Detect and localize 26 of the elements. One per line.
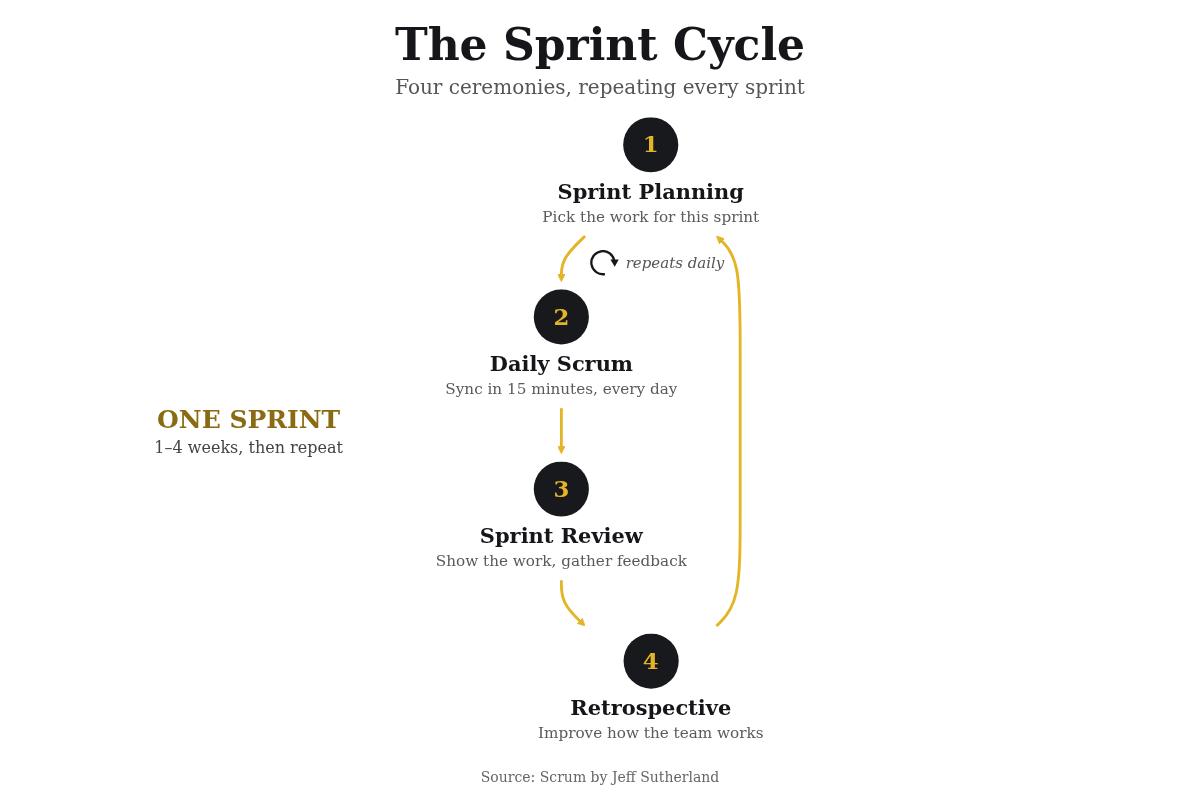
source-caption: Source: Scrum by Jeff Sutherland: [480, 769, 720, 785]
step-description: Show the work, gather feedback: [436, 550, 688, 572]
step-node: [542, 117, 760, 226]
step-title: Daily Scrum: [490, 349, 634, 378]
step-description: Sync in 15 minutes, every day: [445, 378, 678, 400]
center-subtext: 1–4 weeks, then repeat: [154, 437, 343, 457]
center-heading: ONE SPRINT: [157, 404, 341, 434]
step-description: Improve how the team works: [538, 722, 764, 744]
number-circle: 1: [623, 117, 679, 173]
number-circle: 2: [534, 289, 590, 345]
arrow: [560, 580, 586, 627]
step-title: Sprint Review: [480, 522, 644, 550]
repeat-note: repeats daily: [625, 253, 725, 272]
step-description: Pick the work for this sprint: [542, 206, 760, 228]
number-circle: 4: [623, 633, 679, 689]
subtitle: Four ceremonies, repeating every sprint: [395, 74, 805, 99]
step-title: Retrospective: [570, 694, 732, 722]
number-circle: 3: [534, 461, 590, 517]
step-node: [436, 461, 688, 570]
step-title: Sprint Planning: [557, 177, 745, 206]
step-node: [538, 633, 764, 742]
arrow: [557, 234, 587, 282]
title: The Sprint Cycle: [394, 20, 806, 71]
arrow: [715, 235, 742, 627]
arrow: [557, 408, 566, 454]
step-node: [445, 289, 678, 398]
